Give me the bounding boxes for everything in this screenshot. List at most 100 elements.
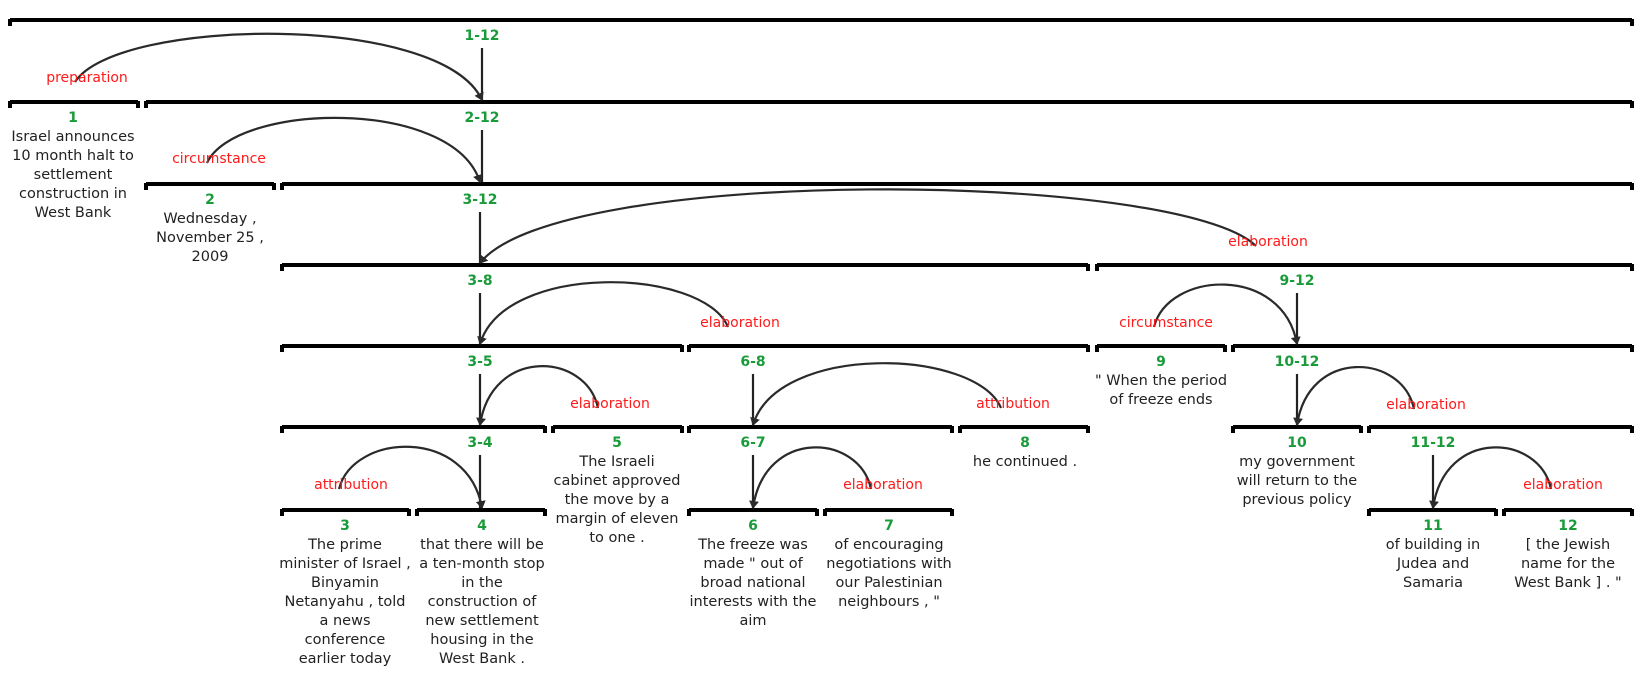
edu-text-line: of encouraging (834, 537, 943, 553)
edu-text-line: earlier today (299, 651, 392, 667)
edu-text-10: my government will return to the previous … (1237, 454, 1358, 508)
edu-text-line: new settlement (425, 613, 539, 629)
edu-text-line: construction in (19, 186, 127, 202)
relation-label-elaboration: elaboration (1523, 477, 1603, 493)
edu-text-6: The freeze was made " out of broad nationa… (690, 537, 817, 629)
edu-number-11: 11 (1423, 518, 1442, 534)
edu-text-line: name for the (1521, 556, 1615, 572)
relation-arc-5-to-3-4 (476, 365, 600, 426)
edu-text-line: The prime (307, 537, 382, 553)
relation-arc-3-to-4 (337, 445, 486, 509)
edu-text-line: West Bank ] . " (1514, 575, 1621, 591)
edu-text-line: conference (305, 632, 386, 648)
edu-text-line: of building in (1386, 537, 1481, 553)
edu-text-line: Israel announces (11, 129, 134, 145)
edu-text-line: Netanyahu , told (285, 594, 406, 610)
relation-label-preparation: preparation (46, 70, 128, 86)
edu-number-2: 2 (205, 192, 215, 208)
edu-text-line: " When the period (1095, 373, 1227, 389)
edu-text-line: housing in the (430, 632, 534, 648)
relation-label-attribution: attribution (314, 477, 388, 493)
span-label-9-12: 9-12 (1279, 273, 1314, 289)
edu-number-5: 5 (612, 435, 622, 451)
edu-text-line: a news (319, 613, 370, 629)
span-label-6-8: 6-8 (740, 354, 765, 370)
edu-number-10: 10 (1287, 435, 1307, 451)
edu-text-line: West Bank . (439, 651, 525, 667)
relation-label-elaboration: elaboration (700, 315, 780, 331)
edu-text-line: Binyamin (311, 575, 379, 591)
relation-arc-12-to-11 (1429, 446, 1553, 509)
edu-text-line: to one . (589, 530, 644, 546)
edu-text-line: West Bank (35, 205, 112, 221)
edu-text-line: aim (739, 613, 766, 629)
edu-text-line: settlement (34, 167, 113, 183)
relation-arc-8-to-6-7 (750, 362, 1003, 426)
edu-number-12: 12 (1558, 518, 1577, 534)
edu-text-line: construction of (428, 594, 538, 610)
edu-text-line: margin of eleven (556, 511, 679, 527)
relation-arc-9-12-to-3-8 (479, 188, 1257, 264)
edu-text-line: in the (461, 575, 503, 591)
relation-arc-1-to-2-12 (74, 32, 484, 101)
relation-label-elaboration: elaboration (1228, 234, 1308, 250)
edu-number-8: 8 (1020, 435, 1030, 451)
edu-text-line: will return to the (1237, 473, 1358, 489)
span-label-6-7: 6-7 (740, 435, 765, 451)
edu-text-line: interests with the (690, 594, 817, 610)
edu-text-line: previous policy (1242, 492, 1352, 508)
edu-text-line: my government (1239, 454, 1355, 470)
edu-text-line: [ the Jewish (1526, 537, 1611, 553)
edu-text-line: Samaria (1403, 575, 1463, 591)
edu-number-6: 6 (748, 518, 758, 534)
relation-label-elaboration: elaboration (570, 396, 650, 412)
edu-text-line: The freeze was (697, 537, 808, 553)
edu-text-line: neighbours , " (838, 594, 940, 610)
relation-arc-9-to-10-12 (1152, 283, 1301, 345)
span-label-10-12: 10-12 (1275, 354, 1320, 370)
edu-text-line: Wednesday , (163, 211, 256, 227)
span-label-1-12: 1-12 (464, 28, 499, 44)
edu-text-line: The Israeli (578, 454, 654, 470)
edu-number-7: 7 (884, 518, 894, 534)
edu-number-4: 4 (477, 518, 487, 534)
relation-arc-2-to-3-12 (205, 116, 483, 183)
edu-text-line: the move by a (565, 492, 670, 508)
relation-label-circumstance: circumstance (172, 151, 266, 167)
edu-number-1: 1 (68, 110, 78, 126)
edu-text-line: that there will be (420, 537, 544, 553)
span-label-11-12: 11-12 (1411, 435, 1456, 451)
edu-text-line: broad national (700, 575, 805, 591)
span-label-2-12: 2-12 (464, 110, 499, 126)
edu-text-line: our Palestinian (835, 575, 942, 591)
edu-text-line: cabinet approved (553, 473, 680, 489)
edu-number-9: 9 (1156, 354, 1166, 370)
edu-text-line: made " out of (703, 556, 803, 572)
edu-text-line: Judea and (1396, 556, 1469, 572)
relation-label-attribution: attribution (976, 396, 1050, 412)
edu-text-8: he continued . (973, 454, 1077, 470)
relation-label-elaboration: elaboration (1386, 397, 1466, 413)
edu-text-line: he continued . (973, 454, 1077, 470)
span-label-3-5: 3-5 (467, 354, 492, 370)
relation-arc-11-12-to-10 (1293, 366, 1416, 426)
edu-text-line: minister of Israel , (279, 556, 411, 572)
edu-text-5: The Israeli cabinet approved the move by a… (553, 454, 680, 546)
edu-number-3: 3 (340, 518, 350, 534)
edu-text-line: November 25 , (156, 230, 264, 246)
span-label-3-8: 3-8 (467, 273, 492, 289)
span-label-3-12: 3-12 (462, 192, 497, 208)
relation-arc-7-to-6 (749, 446, 873, 509)
relation-label-elaboration: elaboration (843, 477, 923, 493)
edu-text-2: Wednesday ,November 25 ,2009 (156, 211, 264, 265)
span-label-3-4: 3-4 (467, 435, 493, 451)
relation-arc-6-8-to-3-5 (477, 281, 730, 345)
edu-text-line: negotiations with (826, 556, 952, 572)
